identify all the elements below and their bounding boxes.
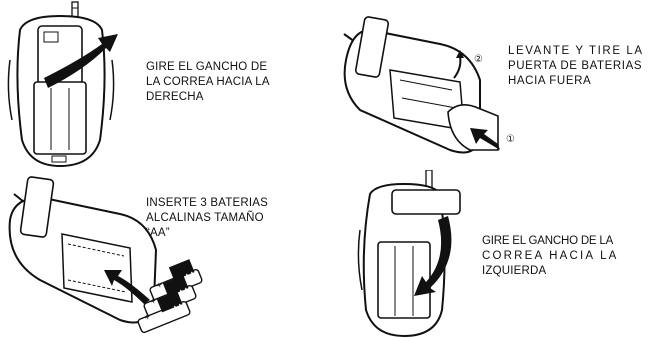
caption-line: GIRE EL GANCHO DE LA (482, 235, 614, 247)
step-1: GIRE EL GANCHO DE LA CORREA HACIA LA DER… (0, 0, 330, 170)
step-marker-1: ① (506, 134, 515, 145)
battery-label: AA (177, 285, 191, 298)
caption-line: IZQUIERDA (482, 265, 547, 277)
caption-line: LEVANTE Y TIRE LA (508, 45, 644, 57)
step-4-caption: GIRE EL GANCHO DE LA CORREA HACIA LA IZQ… (482, 234, 619, 279)
battery-label: AA (183, 269, 197, 282)
step-3-caption: INSERTE 3 BATERIAS ALCALINAS TAMAÑO “AA” (146, 196, 268, 241)
step-4: GIRE EL GANCHO DE LA CORREA HACIA LA IZQ… (330, 170, 670, 338)
step-2-caption: LEVANTE Y TIRE LA PUERTA DE BATERIAS HAC… (508, 44, 644, 89)
caption-line: “AA” (146, 227, 170, 239)
caption-line: ALCALINAS TAMAÑO (146, 212, 264, 224)
caption-line: PUERTA DE BATERIAS (508, 60, 643, 72)
caption-line: HACIA FUERA (508, 75, 592, 87)
step-marker-2: ② (474, 54, 483, 65)
battery-plus-label: + (143, 312, 152, 323)
step-3: AA + AA + AA + INSERTE 3 BATERIAS ALCALINAS T… (0, 170, 330, 338)
caption-line: CORREA HACIA LA (482, 250, 619, 262)
device-back-illustration (7, 1, 118, 168)
caption-line: INSERTE 3 BATERIAS (146, 197, 269, 209)
battery-label: AA (171, 301, 185, 314)
battery-plus-label: + (149, 296, 158, 307)
step-1-caption: GIRE EL GANCHO DE LA CORREA HACIA LA DER… (146, 60, 270, 105)
open-battery-door-illustration (343, 16, 500, 154)
step-2: ② ① LEVANTE Y TIRE LA PUERTA DE BATERIAS… (330, 0, 670, 170)
insert-batteries-illustration: AA + AA + AA + (8, 176, 203, 334)
caption-line: LA CORREA HACIA LA (146, 76, 270, 88)
device-back-closed-illustration (357, 170, 461, 338)
battery-plus-label: + (155, 280, 164, 291)
caption-line: GIRE EL GANCHO DE (146, 61, 268, 73)
battery-icon (137, 291, 191, 334)
caption-line: DERECHA (146, 91, 204, 103)
